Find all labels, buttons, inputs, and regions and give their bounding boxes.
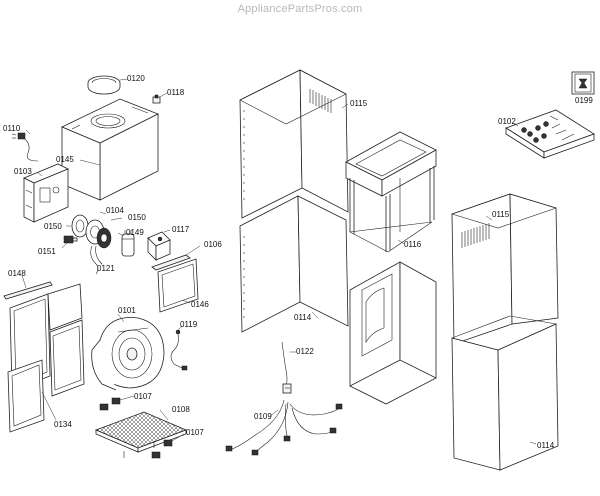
part-0116-frame-bracket[interactable] (345, 131, 437, 253)
label-0110: 0110 (3, 124, 21, 133)
part-0118-clip[interactable] (152, 94, 161, 104)
label-0150-b: 0150 (128, 213, 146, 222)
part-0108-grease-filter[interactable] (94, 411, 188, 458)
part-0122-terminal[interactable] (281, 341, 292, 394)
leader-0106 (185, 245, 201, 256)
leader-0102 (511, 122, 519, 127)
leader-0151 (61, 242, 68, 249)
label-0115-b: 0115 (492, 210, 510, 219)
leader-0107a (119, 395, 135, 401)
leader-0149 (117, 232, 125, 237)
part-0148-rail[interactable] (3, 281, 53, 300)
leader-0118 (159, 92, 168, 98)
part-0114-lower-chimney[interactable] (239, 195, 349, 333)
label-0199: 0199 (575, 96, 593, 105)
label-0150-a: 0150 (44, 222, 62, 231)
part-0151-switch[interactable] (63, 235, 78, 244)
leader-0101 (117, 313, 125, 323)
part-0199-manual[interactable] (571, 71, 595, 95)
leader-0115b (485, 215, 493, 221)
label-0109: 0109 (254, 412, 272, 421)
leader-0107b (171, 433, 185, 442)
label-0102: 0102 (498, 117, 516, 126)
leader-0110 (25, 129, 31, 135)
leader-0114b (529, 441, 537, 445)
label-0103: 0103 (14, 167, 32, 176)
label-0101: 0101 (118, 306, 136, 315)
leader-0134 (41, 391, 57, 421)
part-0102-hardware-bag[interactable] (505, 109, 595, 159)
part-0149-capacitor[interactable] (121, 230, 135, 257)
label-0134: 0134 (54, 420, 72, 429)
part-lower-frame-box[interactable] (349, 261, 437, 405)
part-0115-upper-chimney[interactable] (239, 69, 349, 219)
part-0119-harness[interactable] (170, 329, 188, 371)
leader-0117 (163, 229, 171, 233)
part-0150-disc-a[interactable] (71, 214, 89, 238)
leader-0145 (79, 159, 101, 166)
leader-0148 (21, 274, 27, 289)
label-0149: 0149 (126, 228, 144, 237)
label-0121: 0121 (97, 264, 115, 273)
label-0151: 0151 (38, 247, 56, 256)
part-0107-clip-bottom[interactable] (151, 439, 173, 459)
leader-0121 (99, 261, 104, 267)
part-0134-panel[interactable] (7, 359, 45, 433)
label-0115-a: 0115 (350, 99, 368, 108)
part-0117-terminal-block[interactable] (147, 231, 171, 261)
label-0118: 0118 (167, 88, 185, 97)
part-0103-control-bracket[interactable] (23, 163, 69, 223)
leader-0108 (159, 409, 169, 421)
part-0101-blower-motor[interactable] (91, 317, 165, 391)
label-0146: 0146 (191, 300, 209, 309)
leader-0120 (119, 78, 129, 81)
part-0145-housing[interactable] (61, 98, 159, 201)
part-0107-clip-top[interactable] (99, 397, 121, 411)
label-0120: 0120 (127, 74, 145, 83)
part-0106-filter-strip[interactable] (151, 254, 191, 271)
vent-slots-right (461, 223, 490, 248)
label-0117: 0117 (172, 225, 190, 234)
label-0114-a: 0114 (294, 313, 312, 322)
part-0146-panel[interactable] (157, 258, 199, 313)
label-0108: 0108 (172, 405, 190, 414)
part-0114-right-lower-chimney[interactable] (451, 315, 559, 471)
label-0122: 0122 (296, 347, 314, 356)
label-0148: 0148 (8, 269, 26, 278)
part-0109-wire-set[interactable] (225, 399, 343, 456)
label-0107-b: 0107 (186, 428, 204, 437)
leader-0146 (181, 299, 191, 304)
leader-0119 (177, 325, 183, 331)
label-0114-b: 0114 (537, 441, 555, 450)
label-0107-a: 0107 (134, 392, 152, 401)
label-0145: 0145 (56, 155, 74, 164)
leader-0109 (269, 409, 279, 417)
label-0119: 0119 (180, 320, 198, 329)
leader-0116 (397, 239, 405, 245)
part-side-panel-large[interactable] (9, 283, 85, 397)
leader-0114a (311, 311, 319, 319)
leader-0150b (110, 217, 123, 221)
vent-slots-upper (309, 89, 332, 113)
part-0120-flange[interactable] (87, 75, 121, 95)
leader-0115a (341, 103, 349, 109)
watermark: AppliancePartsPros.com (237, 3, 363, 15)
leader-0103 (36, 171, 43, 177)
leader-0104 (99, 211, 107, 215)
label-0106: 0106 (204, 240, 222, 249)
label-0116: 0116 (404, 240, 422, 249)
part-0150-disc-b[interactable] (96, 227, 112, 249)
part-0110-power-cord[interactable] (11, 132, 39, 162)
label-0104: 0104 (106, 206, 124, 215)
part-0115-right-upper-chimney[interactable] (451, 193, 559, 345)
